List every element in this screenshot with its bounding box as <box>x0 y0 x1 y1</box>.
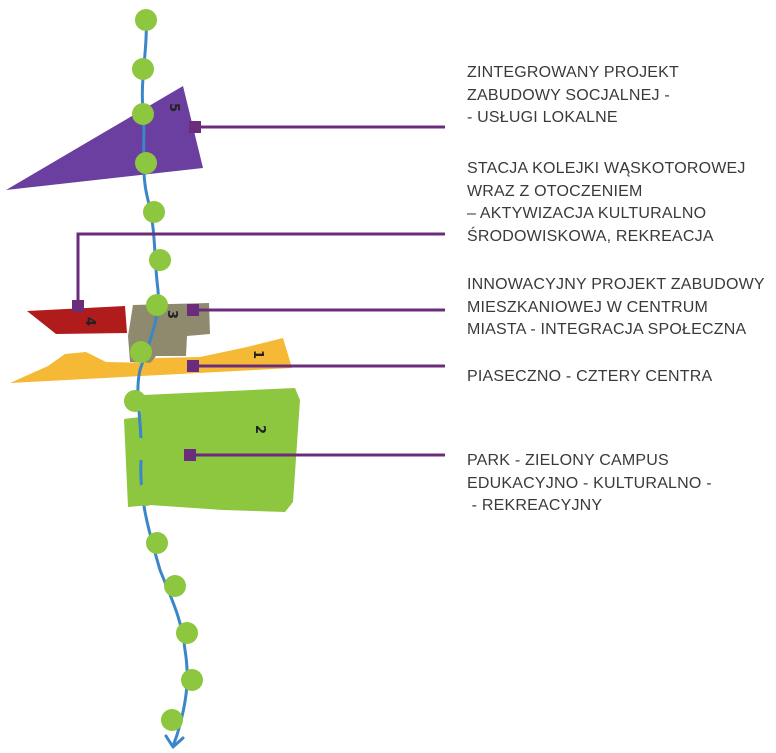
area-4-shape <box>27 306 127 334</box>
label-area-5-line: ZABUDOWY SOCJALNEJ - <box>467 86 670 104</box>
area-1-shape <box>10 338 292 383</box>
route-stop <box>124 390 146 412</box>
route-stop <box>146 532 168 554</box>
route-stop <box>164 575 186 597</box>
leader-marker-3 <box>187 304 199 316</box>
label-area-4: STACJA KOLEJKI WĄSKOTOROWEJ WRAZ Z OTOCZ… <box>467 158 746 248</box>
label-area-5-line: ZINTEGROWANY PROJEKT <box>467 64 680 81</box>
label-area-4-line: WRAZ Z OTOCZENIEM <box>467 182 643 200</box>
label-area-3-line: MIESZKANIOWEJ W CENTRUM <box>467 298 709 316</box>
label-area-3: INNOWACYJNY PROJEKT ZABUDOWY MIESZKANIOW… <box>467 274 765 342</box>
label-area-2-line: PARK - ZIELONY CAMPUS <box>467 452 669 469</box>
area-2-number: 2 <box>252 425 267 434</box>
leader-marker-1 <box>187 360 199 372</box>
label-area-1-line: PIASECZNO - CZTERY CENTRA <box>467 368 713 385</box>
route-stops <box>124 9 203 731</box>
route-stop <box>161 709 183 731</box>
label-area-3-line: INNOWACYJNY PROJEKT ZABUDOWY <box>467 276 765 293</box>
label-area-1: PIASECZNO - CZTERY CENTRA <box>467 366 712 389</box>
route-stop <box>149 249 171 271</box>
area-4-number: 4 <box>82 317 97 326</box>
route-stop <box>176 622 198 644</box>
route-stop <box>130 438 152 460</box>
leader-marker-2 <box>184 449 196 461</box>
route-stop <box>132 103 154 125</box>
label-area-2: PARK - ZIELONY CAMPUS EDUKACYJNO - KULTU… <box>467 450 712 518</box>
area-2-shape <box>124 388 300 512</box>
label-area-2-line: - REKREACYJNY <box>467 497 603 514</box>
leader-marker-4 <box>72 300 84 312</box>
label-area-4-line: ŚRODOWISKOWA, REKREACJA <box>467 227 714 245</box>
leader-marker-5 <box>189 121 201 133</box>
label-area-4-line: STACJA KOLEJKI WĄSKOTOROWEJ <box>467 160 746 177</box>
leader-lines <box>76 125 445 457</box>
leader-markers <box>72 121 201 461</box>
label-area-3-line: MIASTA - INTEGRACJA SPOŁECZNA <box>467 321 747 338</box>
area-3-number: 3 <box>164 310 179 319</box>
leader-line-4 <box>76 232 445 304</box>
area-5-shape <box>6 86 203 190</box>
area-1-number: 1 <box>250 350 265 359</box>
route-stop <box>143 201 165 223</box>
label-area-2-line: EDUKACYJNO - KULTURALNO - <box>467 474 712 492</box>
route-stop <box>135 484 157 506</box>
route-stop <box>146 294 168 316</box>
area-5-number: 5 <box>166 103 181 112</box>
route-arrowhead <box>164 734 185 749</box>
label-area-5: ZINTEGROWANY PROJEKT ZABUDOWY SOCJALNEJ … <box>467 62 679 130</box>
route-stop <box>132 58 154 80</box>
label-area-5-line: - USŁUGI LOKALNE <box>467 109 618 126</box>
route-stop <box>181 669 203 691</box>
route-stop <box>135 9 157 31</box>
label-area-4-line: – AKTYWIZACJA KULTURALNO <box>467 205 707 222</box>
route-stop <box>130 341 152 363</box>
route-stop <box>135 152 157 174</box>
